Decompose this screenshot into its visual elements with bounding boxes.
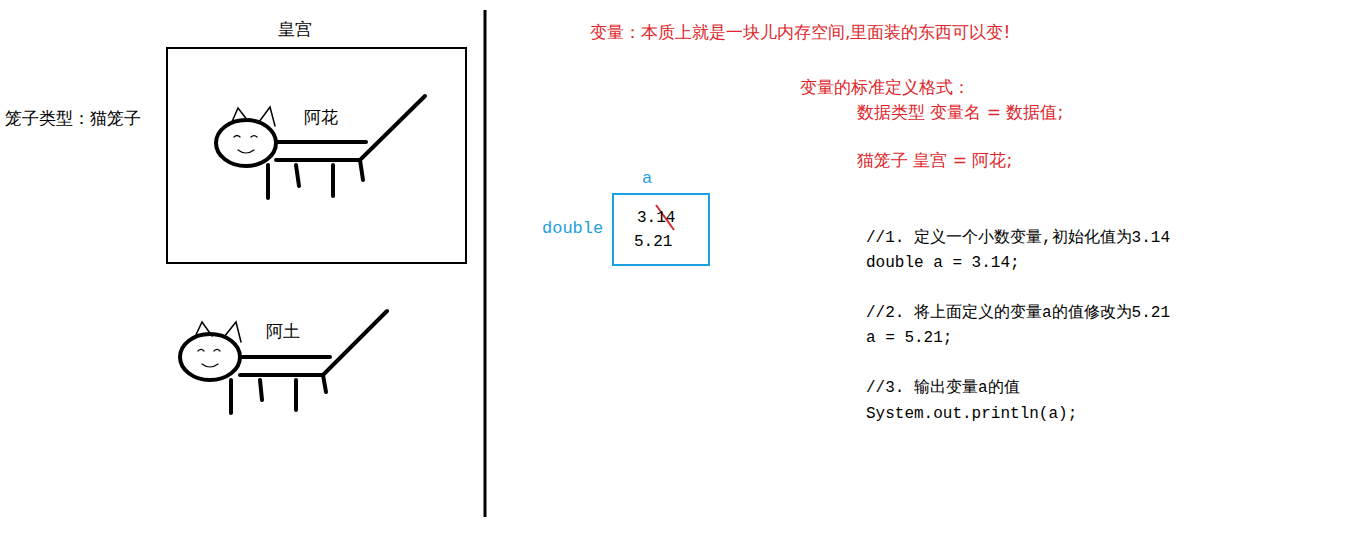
cat-ahua xyxy=(216,96,425,198)
cat-atu xyxy=(180,311,387,413)
cat-name: 阿花 xyxy=(304,107,338,127)
format-line: 数据类型 变量名 = 数据值; xyxy=(857,102,1063,122)
variable-box: adouble3.145.21 xyxy=(612,193,710,266)
code-comment: //1. 定义一个小数变量,初始化值为3.14 xyxy=(866,229,1170,248)
divider-line xyxy=(484,10,487,517)
old-value: 3.14 xyxy=(637,209,675,228)
code-line: System.out.println(a); xyxy=(866,405,1077,424)
cage-type-label: 笼子类型：猫笼子 xyxy=(5,108,141,128)
code-comment: //3. 输出变量a的值 xyxy=(866,379,1020,398)
type-name: double xyxy=(542,219,603,239)
new-value: 5.21 xyxy=(634,233,672,252)
example-line: 猫笼子 皇宫 = 阿花; xyxy=(857,150,1012,170)
format-heading: 变量的标准定义格式： xyxy=(800,77,970,97)
code-comment: //2. 将上面定义的变量a的值修改为5.21 xyxy=(866,304,1170,323)
cage-title: 皇宫 xyxy=(278,19,312,39)
code-line: a = 5.21; xyxy=(866,329,952,348)
definition-note: 变量：本质上就是一块儿内存空间,里面装的东西可以变! xyxy=(590,22,1010,42)
variable-name: a xyxy=(642,169,652,189)
palace-cage: 皇宫阿花 xyxy=(166,47,467,264)
cat-name: 阿土 xyxy=(266,321,300,341)
code-line: double a = 3.14; xyxy=(866,254,1020,273)
